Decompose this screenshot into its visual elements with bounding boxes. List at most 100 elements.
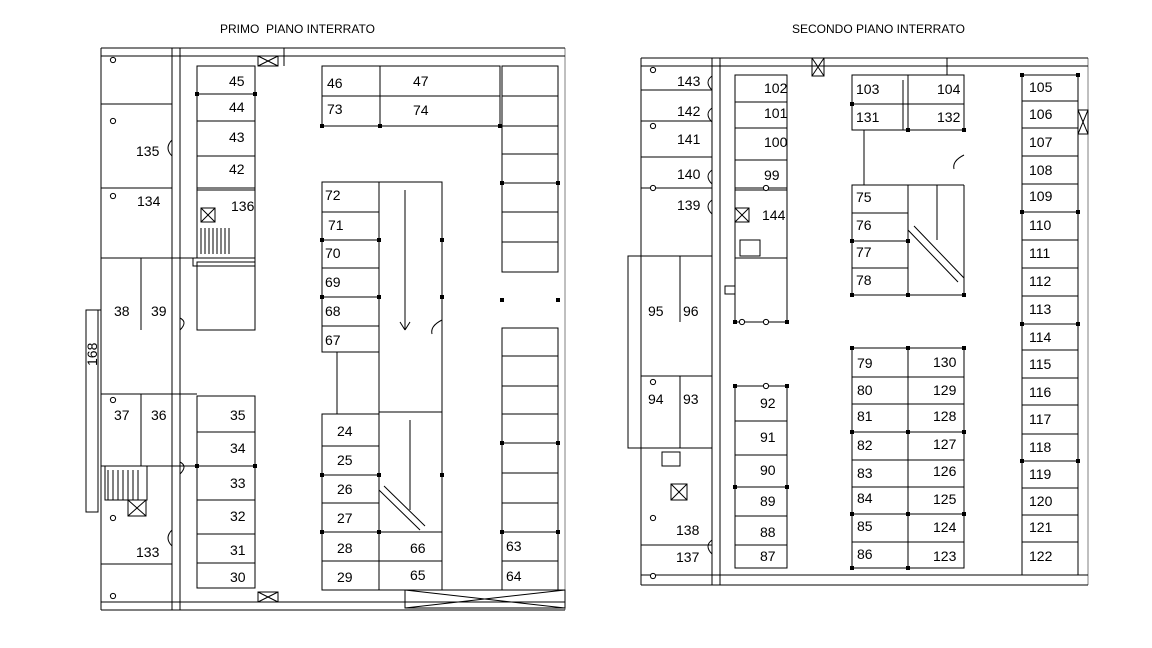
space-number-131: 131 (856, 109, 880, 125)
pillar (320, 238, 324, 242)
space-number-107: 107 (1029, 134, 1053, 150)
wall-rect (811, 57, 825, 77)
space-number-113: 113 (1029, 301, 1052, 317)
pillar (785, 320, 789, 324)
pillar (1076, 459, 1080, 463)
space-number-74: 74 (413, 102, 429, 118)
space-number-27: 27 (337, 510, 353, 526)
door-arc (167, 529, 173, 547)
space-number-39: 39 (151, 303, 167, 319)
space-number-136: 136 (231, 198, 255, 214)
space-number-44: 44 (229, 99, 245, 115)
pillar (733, 485, 737, 489)
pillar (253, 464, 257, 468)
pillar (850, 430, 854, 434)
title-secondo-piano-interrato: SECONDO PIANO INTERRATO (792, 22, 965, 36)
pillar (906, 239, 910, 243)
wall-rect (734, 385, 788, 569)
column-marker (649, 514, 657, 522)
column-marker (762, 184, 770, 192)
pillar (733, 384, 737, 388)
wall-rect (661, 451, 681, 467)
pillar (500, 298, 504, 302)
space-number-96: 96 (683, 303, 699, 319)
pillar (556, 441, 560, 445)
space-number-137: 137 (676, 549, 700, 565)
space-number-83: 83 (857, 465, 873, 481)
door-arc (953, 154, 965, 170)
pillar (962, 512, 966, 516)
column-marker (649, 184, 657, 192)
wall-rect (200, 207, 216, 223)
pillar (500, 530, 504, 534)
pillar (377, 473, 381, 477)
pillar (962, 128, 966, 132)
wall-line (404, 321, 411, 331)
pillar (785, 485, 789, 489)
wall-line (670, 483, 688, 501)
space-number-70: 70 (325, 245, 341, 261)
space-number-37: 37 (114, 407, 130, 423)
space-number-110: 110 (1029, 217, 1052, 233)
space-number-168: 168 (84, 342, 100, 366)
pillar (962, 346, 966, 350)
pillar (962, 293, 966, 297)
wall-rect (127, 499, 147, 517)
column-marker (109, 592, 117, 600)
space-number-86: 86 (857, 546, 873, 562)
pillar (1020, 210, 1024, 214)
space-number-106: 106 (1029, 106, 1053, 122)
space-number-80: 80 (857, 382, 873, 398)
space-number-90: 90 (760, 462, 776, 478)
column-marker (109, 396, 117, 404)
wall-rect (501, 327, 559, 591)
pillar (440, 473, 444, 477)
space-number-124: 124 (933, 519, 957, 535)
pillar (440, 295, 444, 299)
space-number-79: 79 (857, 355, 873, 371)
pillar (906, 293, 910, 297)
space-number-73: 73 (327, 101, 343, 117)
wall-rect (670, 483, 688, 501)
space-number-69: 69 (325, 274, 341, 290)
column-marker (649, 66, 657, 74)
wall-line (399, 321, 406, 331)
wall-rect (321, 413, 380, 591)
pillar (785, 384, 789, 388)
column-marker (649, 572, 657, 580)
pillar (195, 92, 199, 96)
wall-line (200, 207, 216, 223)
space-number-123: 123 (933, 548, 957, 564)
space-number-134: 134 (137, 193, 161, 209)
space-number-30: 30 (230, 569, 246, 585)
door-arc (167, 139, 173, 157)
space-number-34: 34 (230, 440, 246, 456)
pillar (320, 124, 324, 128)
space-number-114: 114 (1029, 329, 1052, 345)
door-arc (431, 319, 443, 335)
space-number-103: 103 (856, 81, 880, 97)
space-number-45: 45 (229, 73, 245, 89)
pillar (253, 92, 257, 96)
space-number-102: 102 (764, 80, 788, 96)
wall-line (257, 55, 279, 67)
space-number-118: 118 (1029, 439, 1052, 455)
space-number-125: 125 (933, 491, 957, 507)
wall-line (404, 589, 566, 609)
pillar (377, 295, 381, 299)
pillar (195, 464, 199, 468)
wall-rect (196, 261, 256, 331)
space-number-26: 26 (337, 481, 353, 497)
pillar (556, 530, 560, 534)
space-number-33: 33 (230, 475, 246, 491)
pillar (500, 441, 504, 445)
space-number-95: 95 (648, 303, 664, 319)
wall-rect (734, 207, 750, 223)
space-number-31: 31 (230, 542, 246, 558)
space-number-66: 66 (410, 540, 426, 556)
column-marker (649, 378, 657, 386)
space-number-144: 144 (762, 207, 786, 223)
space-number-87: 87 (760, 548, 776, 564)
pillar (906, 512, 910, 516)
pillar (320, 530, 324, 534)
